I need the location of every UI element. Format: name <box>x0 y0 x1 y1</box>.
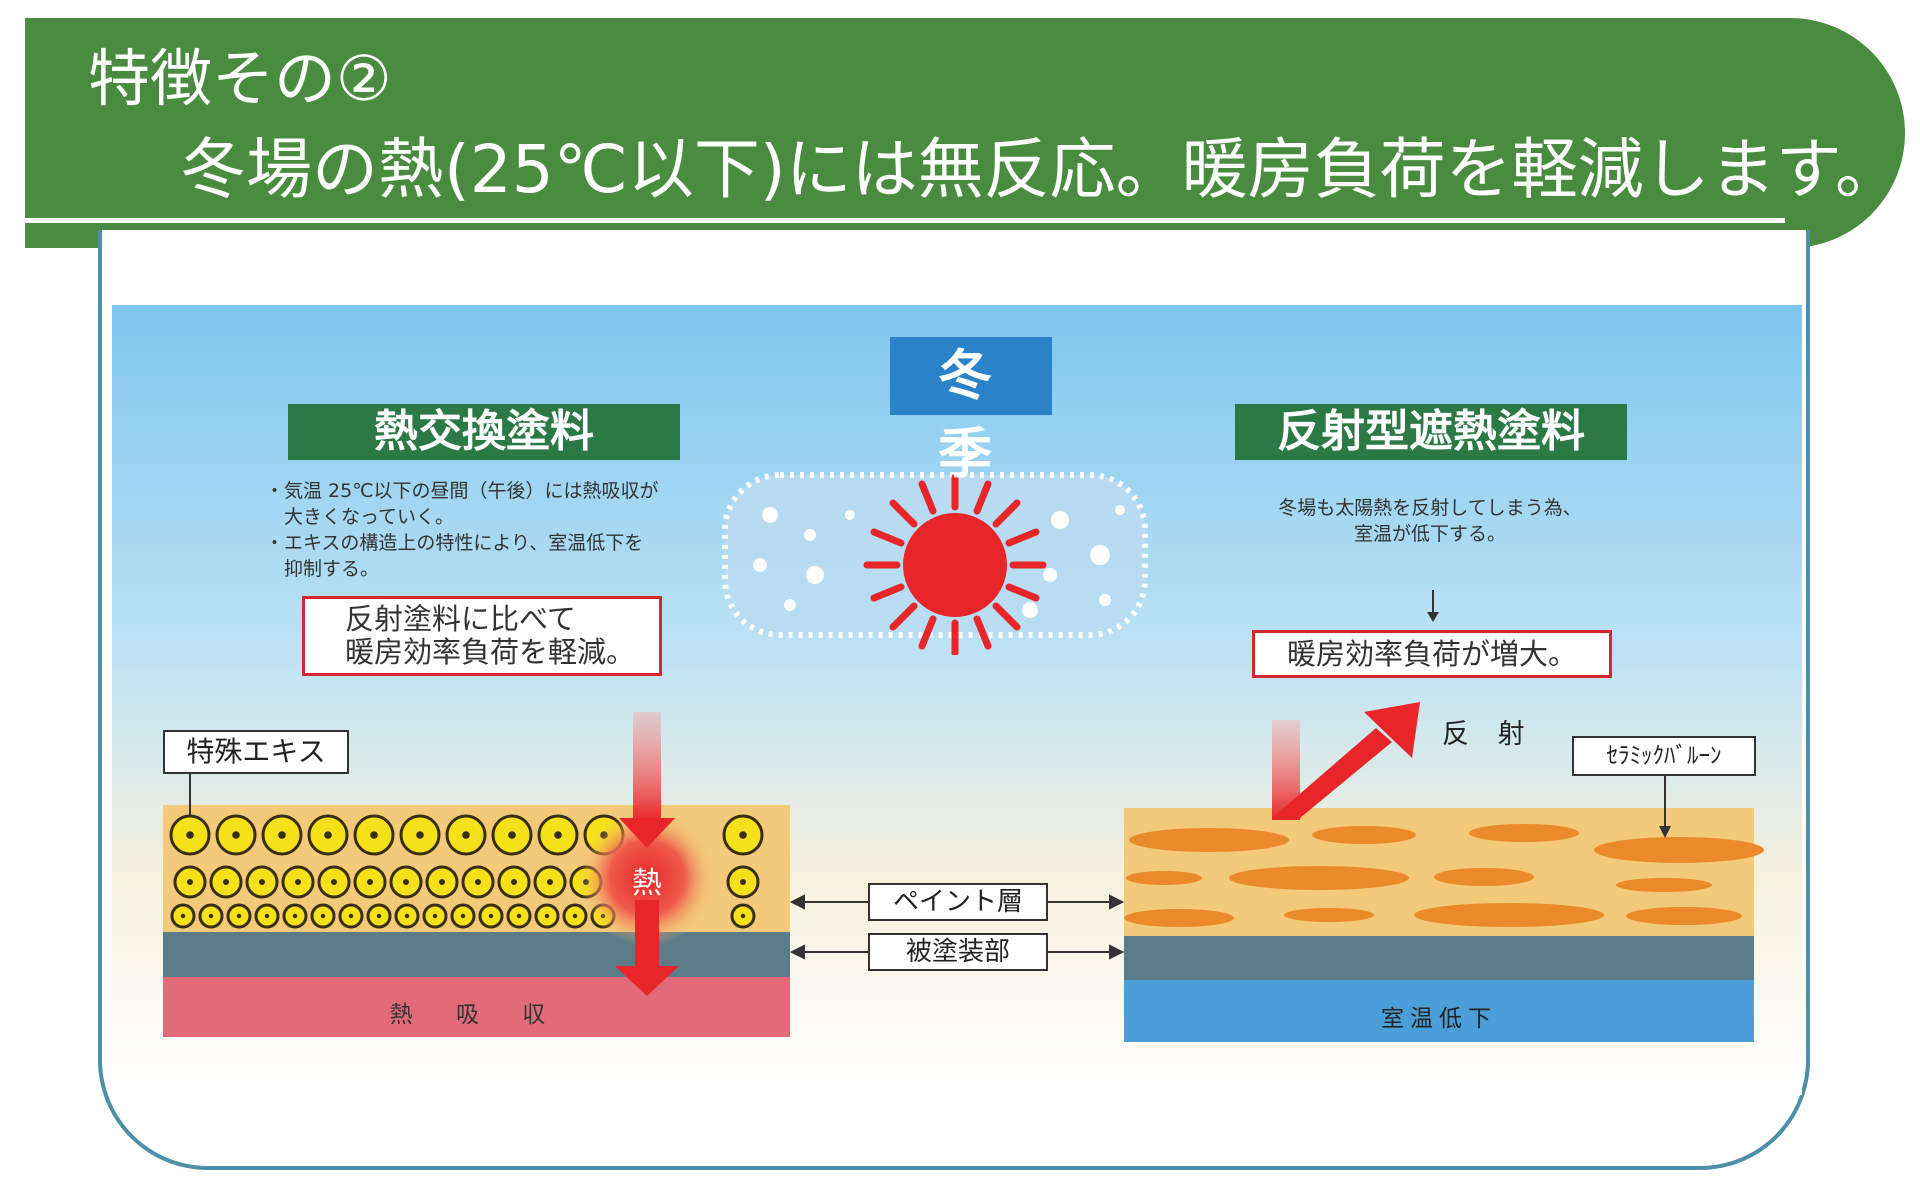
extract-particle-core <box>186 831 194 839</box>
extract-particle-core <box>516 913 522 919</box>
ceramic-balloon-label: ｾﾗﾐｯｸﾊﾞﾙｰﾝ <box>1572 736 1756 776</box>
middle-arrows <box>790 894 1124 960</box>
extract-particle-core <box>572 913 578 919</box>
extract-particle-core <box>462 831 470 839</box>
left-note-2: ・エキスの構造上の特性により、室温低下を 抑制する。 <box>265 532 644 580</box>
right-callout: 暖房効率負荷が増大。 <box>1252 630 1612 678</box>
right-title: 反射型遮熱塗料 <box>1235 404 1627 460</box>
extract-particle-core <box>232 831 240 839</box>
extract-particle-core <box>187 879 193 885</box>
right-base-layer: 室温低下 <box>1124 980 1754 1042</box>
extract-particle-core <box>547 879 553 885</box>
heat-glow <box>579 810 715 946</box>
extract-particle-core <box>508 831 516 839</box>
left-substrate-layer <box>163 932 790 977</box>
header-band <box>25 18 1905 248</box>
reflect-label: 反 射 <box>1442 719 1535 750</box>
left-callout: 反射塗料に比べて 暖房効率負荷を軽減。 <box>302 596 662 676</box>
extract-particle-core <box>259 879 265 885</box>
extract-particle-core <box>208 913 214 919</box>
left-note-1: ・気温 25℃以下の昼間（午後）には熱吸収が 大きくなっていく。 <box>265 480 659 528</box>
reflect-arrow-icon <box>1364 702 1420 758</box>
extract-particle-core <box>544 913 550 919</box>
extract-particle-core <box>432 913 438 919</box>
extract-particle-core <box>460 913 466 919</box>
extract-particle-core <box>180 913 186 919</box>
sun-icon <box>863 473 1047 655</box>
heading-main: 冬場の熱(25℃以下)には無反応。暖房負荷を軽減します。 <box>180 131 1902 208</box>
substrate-label: 被塗装部 <box>868 933 1048 971</box>
paint-layer-label: ペイント層 <box>868 883 1048 921</box>
extract-particle-core <box>324 831 332 839</box>
extract-particle-core <box>376 913 382 919</box>
heat-label: 熱 <box>632 866 662 901</box>
room-temp-drop-label: 室温低下 <box>1381 1006 1497 1032</box>
extract-particle-core <box>511 879 517 885</box>
ceramic-leader-arrow-icon <box>1659 826 1671 838</box>
heading-feature-number: 特徴その② <box>88 42 392 115</box>
extract-particle-core <box>439 879 445 885</box>
extract-particle-core <box>475 879 481 885</box>
right-note: 冬場も太陽熱を反射してしまう為、 室温が低下する。 <box>1278 497 1582 545</box>
ceramic-balloons <box>1124 824 1764 927</box>
left-title: 熱交換塗料 <box>288 404 680 460</box>
heat-arrow-shaft <box>633 712 661 822</box>
header-underline <box>25 218 1785 223</box>
extract-particle-core <box>739 831 747 839</box>
heat-arrow-down-icon <box>615 966 679 996</box>
extract-particle-core <box>331 879 337 885</box>
extract-particle-core <box>416 831 424 839</box>
extract-particle-core <box>292 913 298 919</box>
right-substrate-layer <box>1124 936 1754 980</box>
sun-illustration <box>722 472 1148 655</box>
heat-absorb-label: 熱 吸 収 <box>389 1002 564 1028</box>
extract-particle-core <box>403 879 409 885</box>
extract-particle-core <box>320 913 326 919</box>
extract-particle-core <box>236 913 242 919</box>
extract-particle-core <box>740 879 746 885</box>
extract-particle-core <box>370 831 378 839</box>
extract-particle-core <box>348 913 354 919</box>
extract-particle-core <box>404 913 410 919</box>
extract-particle-core <box>488 913 494 919</box>
heat-arrow-head <box>619 818 675 848</box>
down-arrow-line <box>1432 590 1434 618</box>
down-arrow-icon <box>1427 612 1439 622</box>
extract-particle-core <box>223 879 229 885</box>
left-particles <box>169 712 764 996</box>
extract-particle-core <box>278 831 286 839</box>
extract-particle-core <box>740 913 746 919</box>
season-label: 冬 季 <box>890 337 1052 485</box>
reflect-arrow-shaft <box>1272 728 1392 818</box>
heat-arrow-shaft-lower <box>635 900 659 970</box>
extract-particle-core <box>264 913 270 919</box>
extract-particle-core <box>367 879 373 885</box>
extract-particle-core <box>554 831 562 839</box>
extract-particle-core <box>295 879 301 885</box>
right-balloons <box>1124 702 1764 927</box>
left-base-layer: 熱 吸 収 <box>163 977 790 1037</box>
special-extract-label: 特殊エキス <box>163 730 349 774</box>
